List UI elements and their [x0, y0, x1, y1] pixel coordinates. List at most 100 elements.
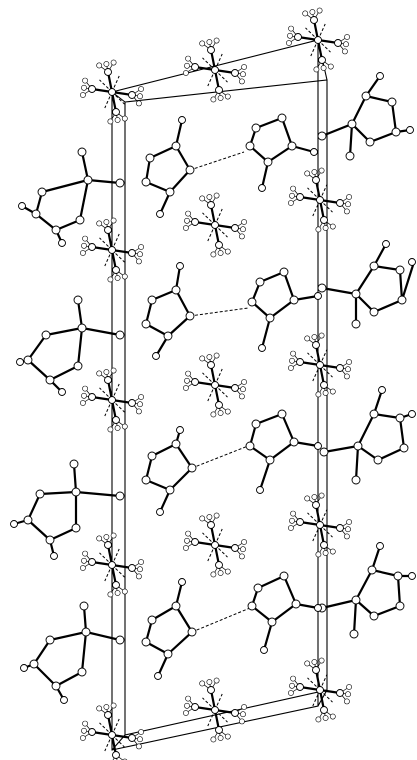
atom	[361, 91, 371, 101]
atom	[245, 441, 255, 451]
hydrogen-atom	[96, 370, 103, 377]
atom	[316, 521, 324, 529]
hydrogen-atom	[110, 217, 117, 224]
atom	[320, 706, 328, 714]
hydrogen-atom	[114, 590, 121, 596]
hydrogen-atom	[96, 62, 103, 69]
hydrogen-atom	[240, 71, 246, 78]
atom	[320, 541, 328, 549]
hydrogen-atom	[121, 588, 128, 595]
ring-pair	[141, 409, 322, 516]
hydrogen-atom	[96, 705, 103, 712]
atom	[185, 311, 195, 321]
hydrogen-atom	[224, 733, 231, 740]
hydrogen-atom	[286, 40, 292, 46]
atom	[365, 137, 375, 147]
atom	[312, 666, 320, 674]
hydrogen-atom	[110, 367, 117, 374]
hydrogen-atom	[183, 70, 189, 76]
atom	[115, 491, 125, 501]
atom	[141, 319, 151, 329]
atom	[128, 91, 136, 99]
atom	[267, 617, 277, 627]
atom	[215, 86, 223, 94]
hydrogen-atom	[224, 408, 231, 415]
hydrogen-atom	[185, 530, 191, 537]
atom	[112, 751, 120, 759]
hydrogen-atom	[81, 242, 87, 249]
atom	[353, 441, 363, 451]
hydrogen-atom	[103, 61, 110, 67]
hydrogen-atom	[80, 735, 86, 741]
hydrogen-atom	[342, 48, 348, 55]
atom	[347, 119, 357, 129]
hydrogen-atom	[224, 93, 231, 100]
atom	[31, 209, 41, 219]
atom	[171, 285, 181, 295]
hydrogen-atom	[213, 37, 220, 44]
atom	[207, 361, 215, 369]
hydrogen-atom	[81, 557, 87, 564]
atom	[287, 141, 297, 151]
hydrogen-atom	[318, 492, 325, 499]
atom	[152, 352, 160, 360]
atom	[211, 541, 219, 549]
atom	[112, 416, 120, 424]
hydrogen-atom	[206, 354, 213, 360]
hydrogen-atom	[103, 219, 110, 225]
atom	[191, 703, 199, 711]
atom	[147, 451, 157, 461]
hydrogen-atom	[316, 7, 323, 14]
ring-group	[317, 542, 416, 639]
atom	[69, 459, 79, 469]
hydrogen-atom	[304, 170, 311, 177]
hydrogen-atom	[315, 226, 322, 233]
hydrogen-atom	[320, 65, 327, 71]
atom	[163, 649, 173, 659]
hydrogen-atom	[329, 713, 336, 720]
hydrogen-atom	[240, 546, 246, 553]
hydrogen-atom	[184, 377, 190, 384]
atom	[29, 659, 39, 669]
hydrogen-atom	[290, 185, 296, 192]
atom	[211, 706, 219, 714]
atom	[406, 126, 414, 134]
atom	[317, 131, 327, 141]
atom	[289, 437, 299, 447]
atom	[258, 344, 266, 352]
atom	[171, 141, 181, 151]
atom	[296, 683, 304, 691]
atom	[88, 393, 96, 401]
atom	[310, 148, 318, 156]
atom	[207, 686, 215, 694]
atom	[104, 711, 112, 719]
atom	[154, 672, 162, 680]
atom	[145, 153, 155, 163]
atom	[318, 56, 326, 64]
hydrogen-atom	[329, 388, 336, 395]
hydrogen-atom	[184, 537, 190, 544]
atom	[367, 565, 377, 575]
atom	[10, 520, 18, 528]
hydrogen-atom	[311, 494, 318, 500]
atom	[178, 578, 186, 586]
ring-group	[18, 147, 125, 247]
hydrogen-atom	[121, 115, 128, 122]
hydrogen-atom	[346, 519, 352, 525]
hydrogen-atom	[288, 690, 294, 696]
hydrogen-atom	[110, 702, 117, 709]
atom	[334, 39, 342, 47]
hydrogen-atom	[240, 386, 246, 393]
atom	[336, 524, 344, 532]
atom	[51, 225, 61, 235]
hydrogen-atom	[344, 373, 350, 380]
cation-cluster	[80, 217, 144, 283]
atom	[319, 447, 329, 457]
hydrogen-atom	[346, 359, 352, 365]
hydrogen-atom	[239, 553, 245, 560]
atom	[41, 330, 51, 340]
hydrogen-atom	[121, 423, 128, 430]
atom	[108, 396, 116, 404]
hydrogen-atom	[345, 366, 351, 373]
hydrogen-atom	[345, 691, 351, 698]
